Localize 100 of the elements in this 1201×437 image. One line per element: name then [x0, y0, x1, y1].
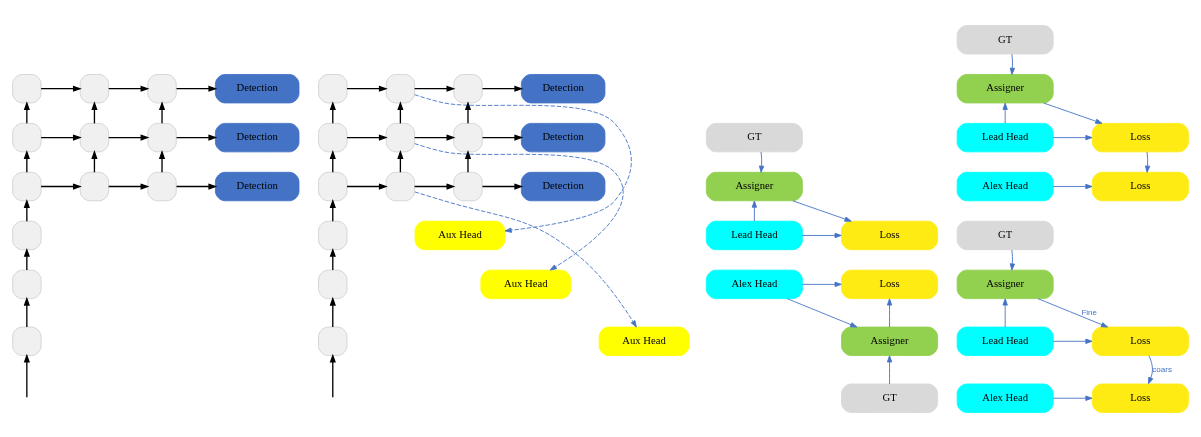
- node-box: Detection: [214, 73, 300, 103]
- arrow: [1052, 183, 1093, 189]
- arrow: [481, 134, 524, 141]
- node-box: Assigner: [956, 73, 1054, 103]
- arrow: [886, 297, 893, 327]
- arrow: [1037, 297, 1109, 327]
- node-box: [147, 171, 177, 201]
- node-box: Loss: [841, 220, 939, 250]
- node-box: [79, 171, 110, 201]
- arrow: [1043, 102, 1103, 124]
- node-box: [318, 326, 348, 356]
- node-box: [385, 73, 416, 103]
- node-box: Loss: [841, 269, 939, 299]
- node-box: GT: [956, 220, 1054, 250]
- node-box: [12, 122, 42, 152]
- node-box: Aux Head: [480, 269, 572, 299]
- node-box: GT: [841, 383, 939, 413]
- arrow: [786, 297, 858, 327]
- node-box: [385, 171, 416, 201]
- node-box: [453, 73, 483, 103]
- arrow: [23, 149, 30, 173]
- arrow: [413, 85, 456, 92]
- arrow: [801, 281, 842, 287]
- node-box: Lead Head: [705, 220, 803, 250]
- arrow: [886, 354, 893, 384]
- node-box: Lead Head: [956, 122, 1054, 152]
- arrow: [175, 182, 218, 190]
- node-box: [318, 171, 348, 201]
- node-box: Assigner: [705, 171, 803, 201]
- arrow: [1002, 102, 1008, 124]
- arrow: [1052, 134, 1093, 140]
- arrow: [464, 149, 472, 173]
- node-box: Aux Head: [598, 326, 690, 356]
- arrow: [413, 134, 456, 141]
- arrow: [801, 232, 842, 238]
- node-box: Assigner: [956, 269, 1054, 299]
- node-box: [453, 122, 483, 152]
- node-box: [12, 326, 42, 356]
- node-box: [318, 122, 348, 152]
- node-box: Detection: [520, 171, 606, 201]
- node-box: [147, 122, 177, 152]
- node-box: Alex Head: [956, 383, 1054, 413]
- arrow: [414, 142, 624, 270]
- node-box: [453, 171, 483, 201]
- node-box: [318, 269, 348, 299]
- arrow: [23, 353, 30, 398]
- node-box: [12, 269, 42, 299]
- arrow: [40, 134, 82, 141]
- arrow: [23, 296, 30, 328]
- arrow: [23, 198, 30, 222]
- arrow: [792, 199, 852, 222]
- node-box: Detection: [520, 73, 606, 103]
- arrow: [414, 191, 637, 327]
- arrow: [329, 353, 336, 398]
- arrow: [40, 182, 82, 190]
- node-box: Aux Head: [414, 220, 506, 250]
- arrow: [1009, 248, 1015, 271]
- arrow: [108, 85, 150, 92]
- node-box: Detection: [214, 171, 300, 201]
- arrow: [346, 134, 388, 141]
- node-box: [147, 73, 177, 103]
- node-box: [318, 73, 348, 103]
- arrow: [329, 296, 336, 328]
- arrow: [751, 200, 757, 222]
- arrow: [346, 182, 388, 190]
- node-box: [79, 122, 110, 152]
- arrow: [108, 182, 150, 190]
- node-box: Detection: [214, 122, 300, 152]
- arrow: [1148, 354, 1154, 384]
- node-box: [79, 73, 110, 103]
- arrow: [108, 134, 150, 141]
- node-box: Loss: [1091, 326, 1189, 356]
- node-box: [12, 171, 42, 201]
- node-box: [12, 220, 42, 250]
- node-box: Lead Head: [956, 326, 1054, 356]
- arrow: [464, 100, 472, 124]
- node-box: [318, 220, 348, 250]
- arrow: [23, 247, 30, 271]
- arrow: [158, 100, 166, 124]
- arrow: [414, 93, 632, 233]
- arrow: [1002, 297, 1008, 327]
- node-box: [385, 122, 416, 152]
- arrow: [1052, 338, 1093, 344]
- node-box: Alex Head: [956, 171, 1054, 201]
- node-box: Loss: [1091, 122, 1189, 152]
- node-box: Loss: [1091, 383, 1189, 413]
- arrow: [158, 149, 166, 173]
- arrow: [23, 100, 30, 124]
- arrow: [481, 182, 524, 190]
- node-box: Assigner: [841, 326, 939, 356]
- arrow: [481, 85, 524, 92]
- arrow: [40, 85, 82, 92]
- arrow: [1052, 395, 1093, 401]
- arrow: [1144, 151, 1151, 173]
- arrow: [413, 182, 456, 190]
- node-box: GT: [956, 24, 1054, 54]
- arrow: [1009, 53, 1015, 75]
- node-box: Loss: [1091, 171, 1189, 201]
- node-box: GT: [705, 122, 803, 152]
- node-box: Detection: [520, 122, 606, 152]
